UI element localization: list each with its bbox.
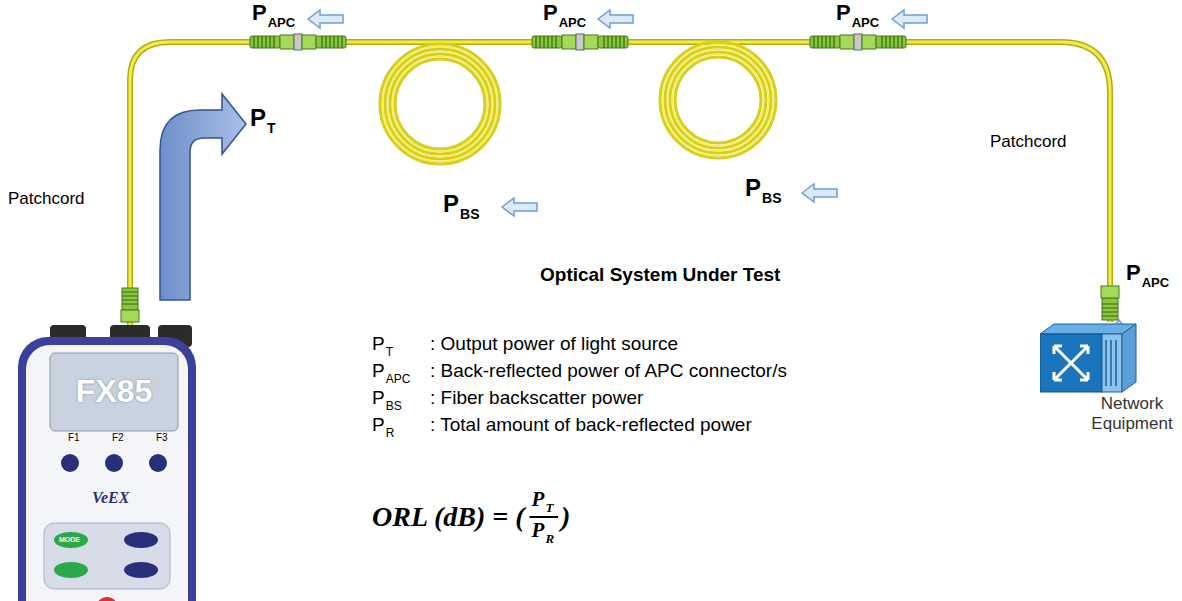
label-text: VeEX <box>92 490 129 506</box>
label-text: : Total amount of back-reflected power <box>430 415 752 434</box>
label-text: P <box>443 192 459 216</box>
label-text: : Fiber backscatter power <box>430 388 643 407</box>
fraction-bar <box>530 516 559 518</box>
label-text: Patchcord <box>990 133 1067 150</box>
fiber-link <box>130 42 1110 325</box>
label-text: P <box>532 489 545 510</box>
label-text: R <box>545 532 554 545</box>
label-text: P <box>372 388 385 407</box>
label-text: P <box>372 361 385 380</box>
fiber-stroke <box>130 42 1110 325</box>
label-text: ) <box>561 503 570 531</box>
test-device: FX85 <box>8 325 198 601</box>
label-text: P <box>1126 262 1141 284</box>
label-text: APC <box>559 16 586 29</box>
label-text: F1 <box>68 433 80 443</box>
label-text: P <box>252 2 267 24</box>
label-text: MODE <box>59 536 80 543</box>
label-text: P <box>745 176 761 200</box>
label-text: BS <box>460 207 479 221</box>
fiber-stroke <box>130 42 1110 325</box>
label-text: APC <box>1142 276 1169 289</box>
screen-text: FX85 <box>50 375 178 407</box>
label-text: T <box>545 501 553 514</box>
label-text: : Back-reflected power of APC connector/… <box>430 361 787 380</box>
label-text: BS <box>762 191 781 205</box>
label-text: APC <box>852 16 879 29</box>
network-equipment: Network Equipment <box>1040 322 1180 437</box>
label-text: P <box>372 415 385 434</box>
label-text: APC <box>268 16 295 29</box>
label-text: R <box>386 427 395 439</box>
label-text: P <box>532 520 545 541</box>
label-text: P <box>250 106 266 130</box>
label-text: T <box>267 121 276 135</box>
label-text: F2 <box>112 433 124 443</box>
label-text: : Output power of light source <box>430 334 678 353</box>
label-text: BS <box>386 400 402 412</box>
label-text: P <box>836 2 851 24</box>
label-text: APC <box>386 373 411 385</box>
equipment-label: Network Equipment <box>1084 394 1180 435</box>
label-text: F3 <box>156 433 168 443</box>
device-body <box>8 325 198 601</box>
label-text: P <box>372 334 385 353</box>
label-text: P <box>543 2 558 24</box>
equipment-icon <box>1040 322 1140 394</box>
label-text: T <box>386 346 393 358</box>
label-text: ORL (dB) = ( <box>372 503 525 531</box>
label-text: Patchcord <box>8 190 85 207</box>
label-text: Optical System Under Test <box>540 265 780 284</box>
